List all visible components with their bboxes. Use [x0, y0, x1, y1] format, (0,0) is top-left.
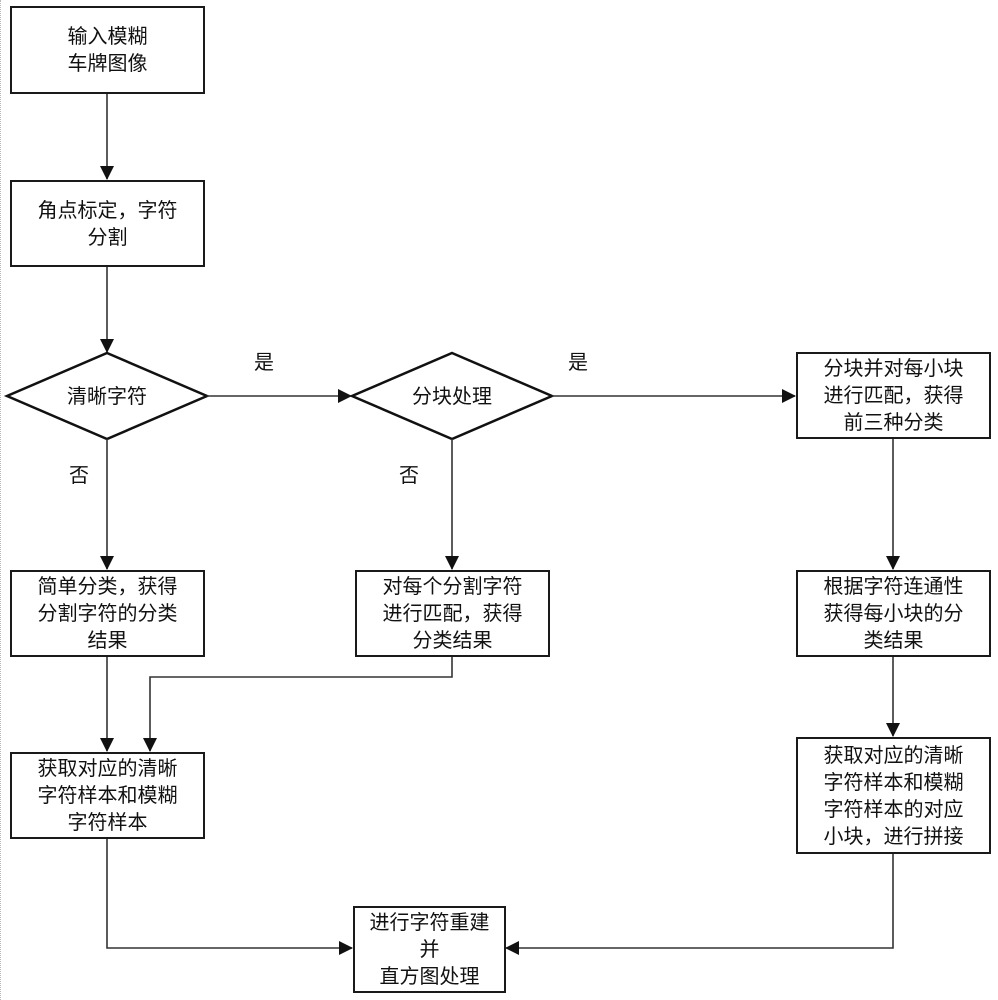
node-segment-text: 角点标定，字符 分割 — [37, 197, 178, 249]
node-rebuild-text: 进行字符重建并 直方图处理 — [369, 910, 490, 988]
decision-block-process: 分块处理 — [372, 380, 532, 412]
edge-get-samples-to-rebuild — [106, 838, 353, 955]
node-char-match: 对每个分割字符 进行匹配，获得 分类结果 — [355, 570, 550, 657]
node-get-samples: 获取对应的清晰 字符样本和模糊 字符样本 — [10, 752, 205, 839]
edge-label-no-2: 否 — [399, 463, 419, 487]
node-simple-classify: 简单分类，获得 分割字符的分类 结果 — [10, 570, 205, 657]
edge-label-yes-2: 是 — [568, 350, 588, 374]
page-border — [0, 0, 2, 1000]
node-connectivity: 根据字符连通性 获得每小块的分 类结果 — [796, 570, 991, 657]
node-get-blocks-text: 获取对应的清晰 字符样本和模糊 字符样本的对应 小块，进行拼接 — [823, 742, 964, 848]
edge-label-yes-1: 是 — [254, 350, 274, 374]
node-get-blocks: 获取对应的清晰 字符样本和模糊 字符样本的对应 小块，进行拼接 — [796, 737, 991, 854]
node-corner-calibration-segmentation: 角点标定，字符 分割 — [10, 180, 205, 267]
node-get-samples-text: 获取对应的清晰 字符样本和模糊 字符样本 — [37, 756, 178, 834]
node-simple-classify-text: 简单分类，获得 分割字符的分类 结果 — [37, 574, 178, 652]
decision-block-process-text: 分块处理 — [412, 383, 492, 408]
node-rebuild-histogram: 进行字符重建并 直方图处理 — [353, 906, 506, 993]
node-input-text: 输入模糊 车牌图像 — [67, 24, 148, 75]
node-block-match: 分块并对每小块 进行匹配，获得 前三种分类 — [796, 352, 991, 439]
edge-char-match-to-get-samples — [143, 656, 453, 752]
node-input-blurry-plate: 输入模糊 车牌图像 — [10, 6, 205, 94]
edge-label-no-1: 否 — [69, 463, 89, 487]
node-char-match-text: 对每个分割字符 进行匹配，获得 分类结果 — [382, 574, 523, 652]
node-connectivity-text: 根据字符连通性 获得每小块的分 类结果 — [823, 574, 964, 652]
decision-clear-char-text: 清晰字符 — [67, 383, 147, 408]
node-block-match-text: 分块并对每小块 进行匹配，获得 前三种分类 — [823, 356, 964, 434]
edge-get-blocks-to-rebuild — [505, 853, 894, 955]
decision-clear-char: 清晰字符 — [27, 380, 187, 412]
